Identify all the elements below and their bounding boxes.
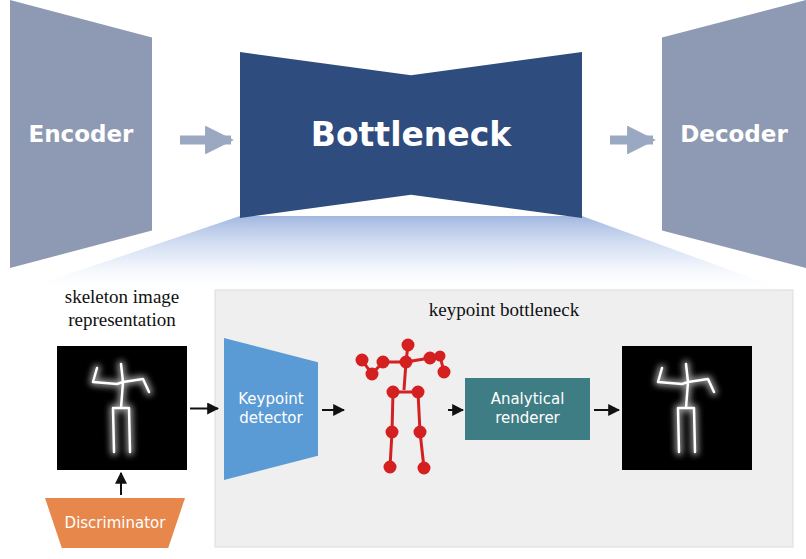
flow-arrow	[322, 409, 344, 411]
flow-arrow	[594, 409, 619, 411]
skeleton-image	[622, 346, 752, 470]
keypoint-skeleton	[357, 340, 449, 473]
renderer-box: Analytical renderer	[465, 378, 590, 440]
node-label: Keypoint detector	[232, 390, 310, 428]
node-label: Decoder	[680, 120, 788, 149]
panel-ground	[215, 290, 793, 547]
node-label: Discriminator	[65, 514, 166, 533]
flow-arrow	[448, 409, 463, 411]
flow-arrow	[120, 473, 122, 495]
skeleton-image	[57, 346, 187, 470]
heading-label: skeleton image representation	[37, 285, 207, 333]
skeleton-image-node: skeleton image representation	[57, 346, 187, 470]
node-label: Encoder	[29, 120, 134, 149]
discriminator: Discriminator	[45, 498, 185, 548]
encoder-block: Encoder	[10, 0, 152, 268]
block-arrow	[180, 136, 231, 145]
keypoint-bottleneck-panel: keypoint bottleneckKeypoint detector Anal…	[215, 290, 793, 547]
bottleneck-block: Bottleneck	[240, 52, 582, 218]
node-label: Bottleneck	[311, 114, 511, 155]
block-arrow	[610, 136, 653, 145]
flow-arrow	[190, 408, 218, 410]
node-label: Analytical renderer	[471, 390, 584, 428]
keypoint-detector: Keypoint detector	[224, 338, 318, 480]
heading-label: keypoint bottleneck	[429, 298, 579, 322]
decoder-block: Decoder	[662, 0, 806, 268]
